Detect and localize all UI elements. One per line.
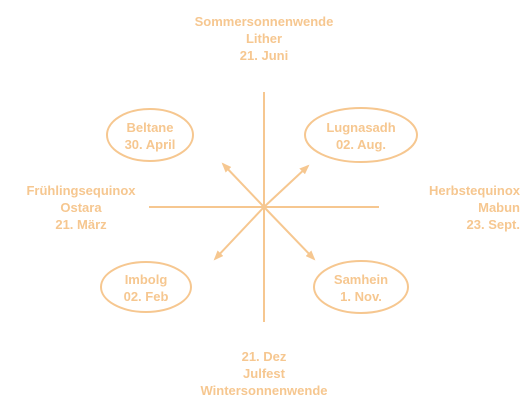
lugnasadh-label: Lugnasadh 02. Aug. xyxy=(311,119,411,153)
samhein-date: 1. Nov. xyxy=(340,289,382,304)
lugnasadh-date: 02. Aug. xyxy=(335,137,387,152)
summer-solstice-festival: Lither xyxy=(245,31,283,46)
imbolg-name: Imbolg xyxy=(124,272,168,287)
beltane-ellipse xyxy=(106,108,194,162)
samhein-ellipse xyxy=(313,260,409,314)
spring-equinox-label: Frühlingsequinox Ostara 21. März xyxy=(8,182,154,233)
spring-equinox-date: 21. März xyxy=(55,217,107,232)
samhein-name: Samhein xyxy=(333,272,389,287)
autumn-equinox-name: Herbstequinox xyxy=(428,183,520,198)
autumn-equinox-festival: Mabun xyxy=(478,200,520,215)
beltane-label: Beltane 30. April xyxy=(100,119,200,153)
beltane-date: 30. April xyxy=(124,137,176,152)
arrow-to-beltane xyxy=(221,162,265,208)
autumn-equinox-date: 23. Sept. xyxy=(466,217,520,232)
beltane-name: Beltane xyxy=(126,120,174,135)
winter-solstice-name: Wintersonnenwende xyxy=(200,383,328,398)
arrow-to-imbolg xyxy=(213,206,265,261)
autumn-equinox-label: Herbstequinox Mabun 23. Sept. xyxy=(380,182,520,233)
summer-solstice-label: Sommersonnenwende Lither 21. Juni xyxy=(164,13,364,64)
spring-equinox-name: Frühlingsequinox xyxy=(26,183,136,198)
samhein-label: Samhein 1. Nov. xyxy=(311,271,411,305)
imbolg-ellipse xyxy=(100,261,192,313)
imbolg-date: 02. Feb xyxy=(123,289,169,304)
spring-equinox-festival: Ostara xyxy=(60,200,102,215)
winter-solstice-label: 21. Dez Julfest Wintersonnenwende xyxy=(164,348,364,399)
summer-solstice-date: 21. Juni xyxy=(239,48,289,63)
imbolg-label: Imbolg 02. Feb xyxy=(96,271,196,305)
lugnasadh-name: Lugnasadh xyxy=(326,120,396,135)
winter-solstice-festival: Julfest xyxy=(243,366,285,381)
winter-solstice-date: 21. Dez xyxy=(241,349,287,364)
lugnasadh-ellipse xyxy=(304,107,418,163)
summer-solstice-name: Sommersonnenwende xyxy=(194,14,334,29)
arrow-to-lugnasadh xyxy=(263,164,310,208)
arrow-to-samhein xyxy=(263,206,316,261)
